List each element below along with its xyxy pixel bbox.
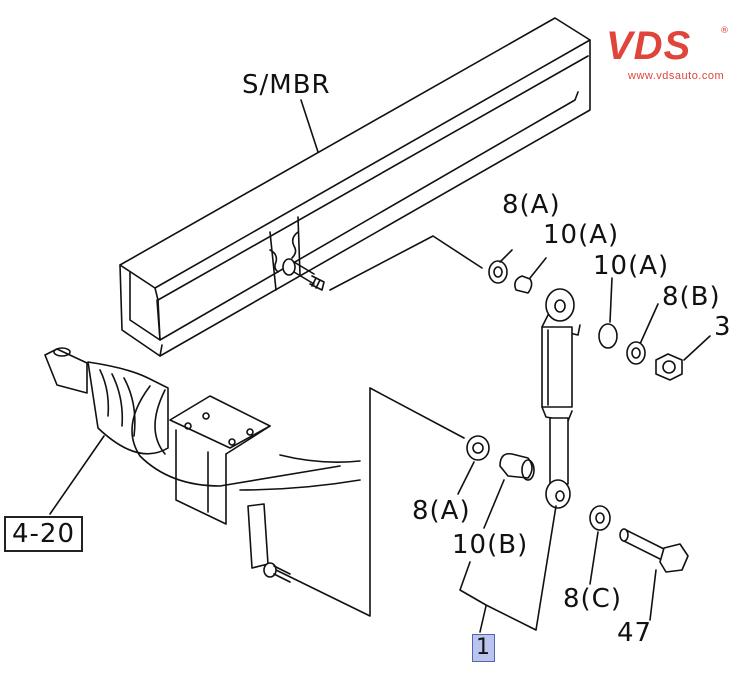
label-s-mbr[interactable]: S/MBR (242, 70, 331, 100)
washer-8c (589, 505, 611, 531)
vds-logo: VDS ® www.vdsauto.com (606, 26, 731, 82)
label-47[interactable]: 47 (617, 618, 653, 648)
logo-registered-mark: ® (720, 26, 729, 36)
washer-8b (626, 341, 646, 365)
logo-brand: VDS (606, 24, 692, 68)
upper-stud (282, 235, 483, 291)
bush-10b (499, 452, 533, 479)
label-8a-top[interactable]: 8(A) (502, 190, 561, 220)
label-8a-bottom[interactable]: 8(A) (412, 496, 471, 526)
label-8c[interactable]: 8(C) (563, 584, 622, 614)
label-4-20[interactable]: 4-20 (4, 516, 84, 552)
label-10a-top[interactable]: 10(A) (543, 220, 620, 250)
label-8b[interactable]: 8(B) (662, 282, 721, 312)
washer-8a-bottom (466, 435, 490, 461)
bush-10a-right (598, 323, 618, 349)
logo-url: www.vdsauto.com (628, 70, 725, 82)
lower-bracket (247, 503, 291, 583)
label-3[interactable]: 3 (714, 312, 732, 342)
bolt-47 (619, 528, 689, 573)
label-1-highlighted[interactable]: 1 (472, 634, 495, 662)
axle-housing (44, 347, 361, 525)
nut-3 (655, 353, 683, 381)
frame-member-channel (119, 17, 591, 357)
washer-8a-top (488, 260, 508, 284)
bush-10a-top (514, 275, 533, 294)
label-10a-right[interactable]: 10(A) (593, 251, 670, 281)
s-mbr-leader (300, 99, 319, 153)
label-10b[interactable]: 10(B) (452, 530, 529, 560)
shock-absorber (541, 288, 581, 509)
